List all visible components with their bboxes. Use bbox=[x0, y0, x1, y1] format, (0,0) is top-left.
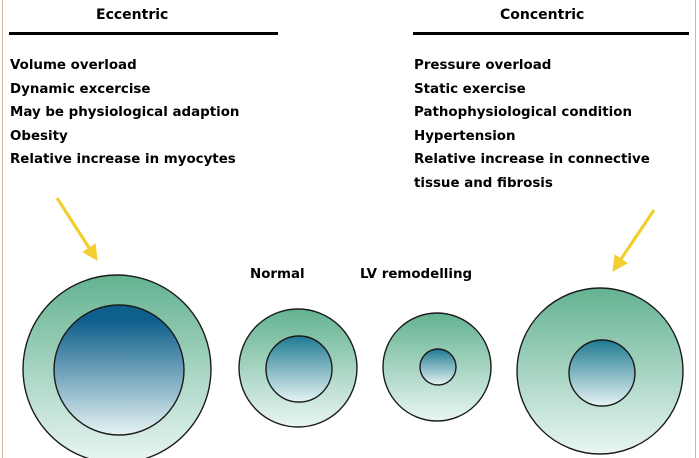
concentric-feature-item: Relative increase in connective bbox=[414, 152, 650, 167]
concentric-feature-item: Hypertension bbox=[414, 128, 516, 144]
left-frame-border bbox=[2, 0, 3, 458]
concentric-feature-list: Pressure overload Static exercise Pathop… bbox=[414, 54, 650, 195]
eccentric-arrow bbox=[55, 197, 98, 262]
concentric-feature-item: Pressure overload bbox=[414, 58, 552, 73]
eccentric-feature-item: Relative increase in myocytes bbox=[10, 152, 236, 167]
eccentric-heading-rule bbox=[9, 32, 278, 35]
concentric-feature-item: tissue and fibrosis bbox=[414, 175, 553, 191]
normal-ventricle bbox=[238, 308, 358, 428]
eccentric-hypertrophy-ventricle bbox=[22, 274, 212, 458]
right-frame-border bbox=[695, 0, 696, 458]
concentric-cavity bbox=[568, 339, 636, 407]
concentric-arrow bbox=[612, 209, 656, 272]
eccentric-heading: Eccentric bbox=[96, 7, 169, 23]
eccentric-cavity bbox=[53, 304, 185, 436]
eccentric-feature-list: Volume overload Dynamic excercise May be… bbox=[10, 54, 239, 172]
eccentric-feature-item: May be physiological adaption bbox=[10, 105, 240, 120]
lv-remodelling-ventricle bbox=[382, 312, 492, 422]
concentric-feature-item: Pathophysiological condition bbox=[414, 105, 632, 120]
lv-remodelling-cavity bbox=[419, 348, 457, 386]
concentric-heading: Concentric bbox=[500, 7, 585, 23]
concentric-heading-rule bbox=[413, 32, 689, 35]
eccentric-feature-item: Volume overload bbox=[10, 58, 137, 73]
normal-cavity bbox=[265, 335, 333, 403]
eccentric-feature-item: Dynamic excercise bbox=[10, 81, 151, 97]
normal-label: Normal bbox=[250, 267, 305, 282]
lv-remodelling-label: LV remodelling bbox=[360, 267, 473, 282]
concentric-hypertrophy-ventricle bbox=[516, 287, 684, 455]
eccentric-feature-item: Obesity bbox=[10, 128, 68, 144]
concentric-feature-item: Static exercise bbox=[414, 81, 526, 97]
